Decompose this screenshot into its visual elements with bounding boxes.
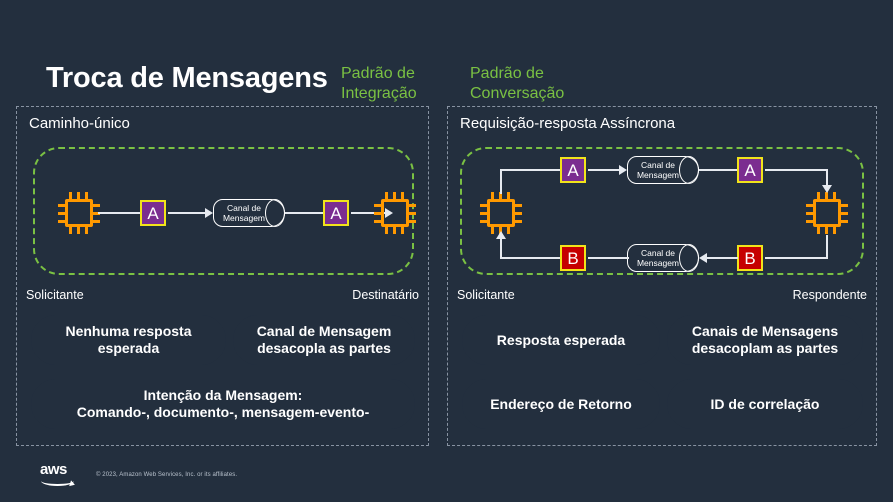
page-title: Troca de Mensagens	[46, 62, 328, 94]
wire-segment	[826, 169, 828, 191]
pill-return-address[interactable]: Endereço de Retorno	[460, 377, 662, 431]
wire-segment	[98, 212, 140, 214]
token-a-receiver: A	[323, 200, 349, 226]
footer: aws © 2023, Amazon Web Services, Inc. or…	[40, 462, 237, 488]
message-channel-shape-request: Canal de Mensagem	[627, 156, 699, 184]
label-requester-right: Solicitante	[457, 288, 515, 302]
wire-segment	[826, 235, 828, 259]
wire-segment	[588, 257, 629, 259]
arrowhead-icon	[205, 208, 213, 218]
message-channel-shape-reply: Canal de Mensagem	[627, 244, 699, 272]
panel-right-title: Requisição-resposta Assíncrona	[460, 115, 676, 132]
token-b-reply-in: B	[560, 245, 586, 271]
arrowhead-icon	[496, 231, 506, 239]
arrowhead-icon	[822, 185, 832, 193]
chip-icon-requester	[480, 192, 522, 234]
aws-logo-text: aws	[40, 461, 67, 478]
wire-segment	[168, 212, 207, 214]
wire-segment	[765, 257, 827, 259]
wire-segment	[500, 169, 560, 171]
wire-segment	[699, 169, 737, 171]
token-a-request-in: A	[737, 157, 763, 183]
channel-line-1: Canal de	[226, 203, 262, 213]
channel-line-2: Mensagem	[636, 258, 680, 268]
wire-segment	[588, 169, 621, 171]
pill-channel-decouples[interactable]: Canal de Mensagem desacopla as partes	[231, 313, 417, 367]
pill-correlation-id[interactable]: ID de correlação	[665, 377, 865, 431]
left-diagram-boundary: A Canal de Mensagem A	[33, 147, 416, 275]
wire-segment	[705, 257, 738, 259]
channel-line-1: Canal de	[640, 160, 676, 170]
aws-logo-smile	[41, 476, 74, 486]
wire-segment	[351, 212, 387, 214]
arrowhead-icon	[619, 165, 627, 175]
label-recipient-left: Destinatário	[352, 288, 419, 302]
pill-response-expected[interactable]: Resposta esperada	[460, 313, 662, 367]
wire-segment	[500, 237, 502, 258]
accent-label-integration: Padrão de Integração	[341, 65, 417, 102]
token-a-request-out: A	[560, 157, 586, 183]
token-b-reply-out: B	[737, 245, 763, 271]
pill-channels-decouple[interactable]: Canais de Mensagens desacoplam as partes	[665, 313, 865, 367]
label-requester-left: Solicitante	[26, 288, 84, 302]
aws-logo-icon: aws	[40, 462, 80, 488]
label-responder-right: Respondente	[792, 288, 867, 302]
panel-left-title: Caminho-único	[29, 115, 130, 132]
wire-segment	[500, 169, 502, 194]
arrowhead-icon	[699, 253, 707, 263]
chip-icon-requester	[58, 192, 100, 234]
message-channel-shape: Canal de Mensagem	[213, 199, 285, 227]
pill-message-intent[interactable]: Intenção da Mensagem: Comando-, document…	[29, 377, 417, 431]
wire-segment	[500, 257, 560, 259]
channel-line-2: Mensagem	[222, 213, 266, 223]
chip-icon-responder	[806, 192, 848, 234]
wire-segment	[285, 212, 323, 214]
accent-label-conversation: Padrão de Conversação	[470, 65, 565, 102]
copyright-text: © 2023, Amazon Web Services, Inc. or its…	[96, 472, 238, 478]
panel-async-request-reply: Requisição-resposta Assíncrona A	[447, 106, 877, 446]
arrowhead-icon	[385, 208, 393, 218]
channel-line-1: Canal de	[640, 248, 676, 258]
chip-icon-recipient	[374, 192, 416, 234]
wire-segment	[765, 169, 827, 171]
channel-line-2: Mensagem	[636, 170, 680, 180]
right-diagram-boundary: A Canal de Mensagem A B Canal de Mensag	[460, 147, 864, 275]
token-a-sender: A	[140, 200, 166, 226]
panel-one-way: Caminho-único A Canal de Mensagem A	[16, 106, 429, 446]
pill-no-response-expected[interactable]: Nenhuma resposta esperada	[29, 313, 228, 367]
